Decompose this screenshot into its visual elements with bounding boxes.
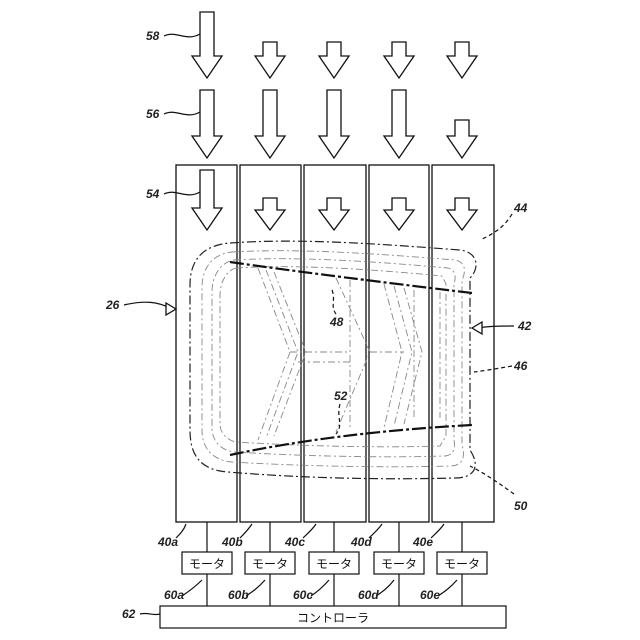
ref-40e: 40e — [412, 535, 433, 549]
arrow-56-d — [384, 90, 414, 158]
ref-54: 54 — [146, 187, 160, 201]
arrow-row-58 — [192, 12, 477, 78]
ref-40a: 40a — [157, 535, 178, 549]
ref-48: 48 — [329, 315, 344, 329]
motor-60e: モータ — [437, 552, 487, 574]
leader-26-arrowhead — [166, 303, 176, 315]
ref-40d: 40d — [350, 535, 372, 549]
motor-60b-label: モータ — [252, 557, 288, 571]
arrow-56-e — [447, 120, 477, 158]
arrow-58-d — [384, 42, 414, 78]
motor-60c: モータ — [309, 552, 359, 574]
arrow-row-56 — [192, 90, 477, 158]
motor-60c-label: モータ — [316, 557, 352, 571]
arrow-56-b — [255, 90, 285, 158]
ref-58: 58 — [146, 29, 160, 43]
ref-42: 42 — [517, 319, 532, 333]
arrow-58-b — [255, 42, 285, 78]
ref-60c: 60c — [293, 588, 313, 602]
motor-60b: モータ — [245, 552, 295, 574]
motor-60e-label: モータ — [444, 557, 480, 571]
ref-60d: 60d — [358, 588, 379, 602]
ref-40c: 40c — [284, 535, 305, 549]
arrow-58-c — [319, 42, 349, 78]
arrow-58-e — [447, 42, 477, 78]
ref-40b: 40b — [221, 535, 243, 549]
ref-50: 50 — [514, 499, 528, 513]
ref-60a: 60a — [164, 588, 184, 602]
ref-56: 56 — [146, 107, 160, 121]
arrow-56-a — [192, 90, 222, 158]
arrow-58-a — [192, 12, 222, 78]
ref-52: 52 — [334, 389, 348, 403]
ref-60b: 60b — [228, 588, 249, 602]
controller-62: コントローラ — [160, 606, 506, 628]
motor-60d-label: モータ — [381, 557, 417, 571]
ref-62: 62 — [122, 607, 136, 621]
motor-60a-label: モータ — [189, 557, 225, 571]
ref-44: 44 — [513, 201, 528, 215]
motor-60d: モータ — [374, 552, 424, 574]
arrow-56-c — [319, 90, 349, 158]
ref-60e: 60e — [420, 588, 440, 602]
ref-26: 26 — [105, 298, 120, 312]
controller-label: コントローラ — [297, 611, 369, 625]
ref-46: 46 — [513, 359, 528, 373]
motor-60a: モータ — [182, 552, 232, 574]
